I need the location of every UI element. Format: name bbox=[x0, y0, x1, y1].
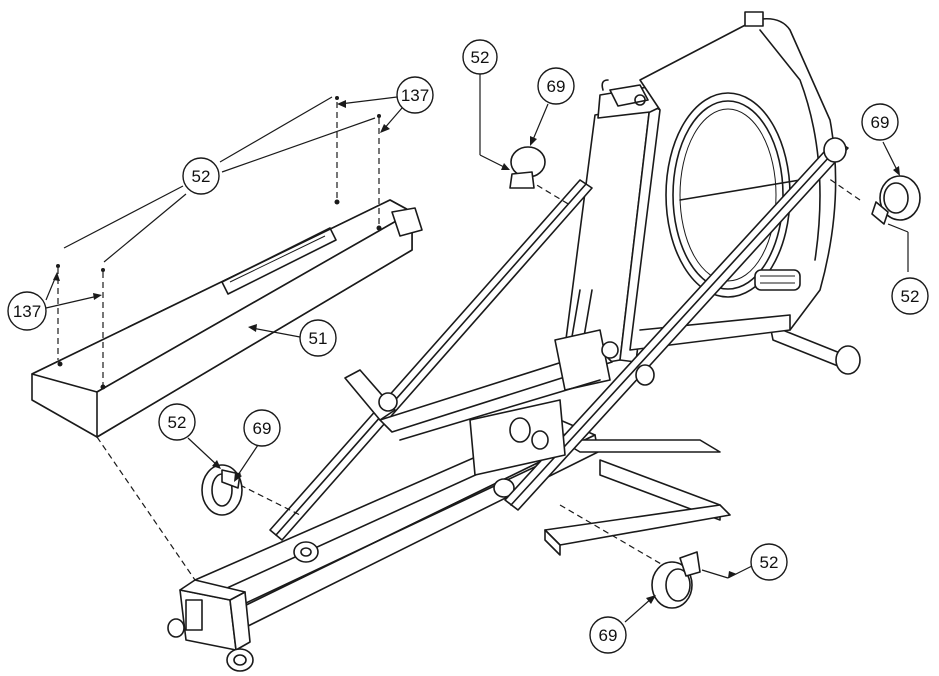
callout-137-top: 137 bbox=[396, 76, 434, 114]
left-handle-arm bbox=[269, 179, 593, 541]
right-handle-arm bbox=[504, 137, 849, 511]
svg-text:52: 52 bbox=[192, 167, 211, 186]
end-cap-69-bottom bbox=[651, 551, 701, 609]
svg-text:51: 51 bbox=[309, 329, 328, 348]
bolt-holes bbox=[56, 96, 382, 390]
svg-text:69: 69 bbox=[253, 419, 272, 438]
callout-69-mid: 69 bbox=[243, 409, 281, 447]
callout-52-top: 52 bbox=[462, 39, 498, 75]
svg-text:52: 52 bbox=[760, 553, 779, 572]
svg-text:52: 52 bbox=[168, 413, 187, 432]
callout-51: 51 bbox=[299, 319, 337, 357]
svg-text:137: 137 bbox=[13, 302, 41, 321]
callout-69-bottom: 69 bbox=[589, 616, 627, 654]
callout-52-left: 52 bbox=[182, 157, 220, 195]
step-cover-51 bbox=[31, 199, 423, 438]
svg-text:52: 52 bbox=[901, 287, 920, 306]
svg-text:69: 69 bbox=[871, 113, 890, 132]
assembly-guides bbox=[57, 102, 861, 581]
callout-52-right: 52 bbox=[891, 277, 929, 315]
end-cap-69-right bbox=[871, 175, 921, 225]
callout-52-bottom: 52 bbox=[750, 543, 788, 581]
svg-text:52: 52 bbox=[471, 48, 490, 67]
callout-137-left: 137 bbox=[7, 291, 47, 331]
end-cap-69-top bbox=[509, 146, 546, 189]
rear-wheel bbox=[167, 618, 254, 672]
svg-text:137: 137 bbox=[401, 86, 429, 105]
end-cap-69-mid bbox=[201, 464, 243, 516]
callout-52-mid: 52 bbox=[158, 403, 196, 441]
roller-caps bbox=[293, 478, 515, 563]
callout-69-right: 69 bbox=[861, 103, 899, 141]
svg-text:69: 69 bbox=[547, 77, 566, 96]
callout-69-top: 69 bbox=[537, 67, 575, 105]
front-stabilizer bbox=[544, 324, 861, 556]
leader-lines bbox=[45, 73, 909, 623]
pedal-linkage bbox=[379, 329, 619, 476]
svg-text:69: 69 bbox=[599, 626, 618, 645]
